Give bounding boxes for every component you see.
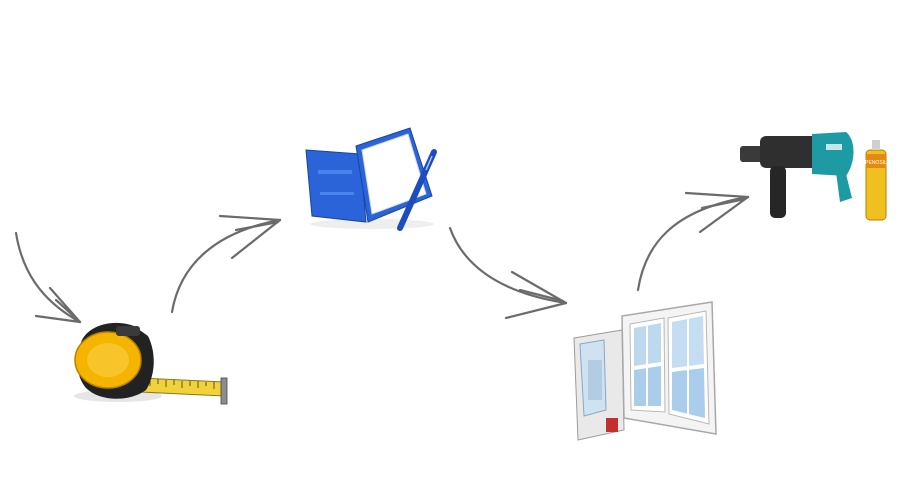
- tape-measure-icon: [74, 322, 228, 405]
- foam-can-label: PENOSIL: [865, 160, 887, 166]
- pvc-window-icon: [573, 301, 717, 441]
- arrow-plan-to-window: [448, 226, 568, 320]
- arrow-measure-to-plan: [170, 214, 282, 314]
- arrow-window-to-install: [636, 191, 750, 292]
- drill-and-foam-icon: PENOSIL: [740, 132, 887, 221]
- arrow-into-measure: [14, 231, 82, 324]
- notebook-pen-icon: [305, 127, 437, 231]
